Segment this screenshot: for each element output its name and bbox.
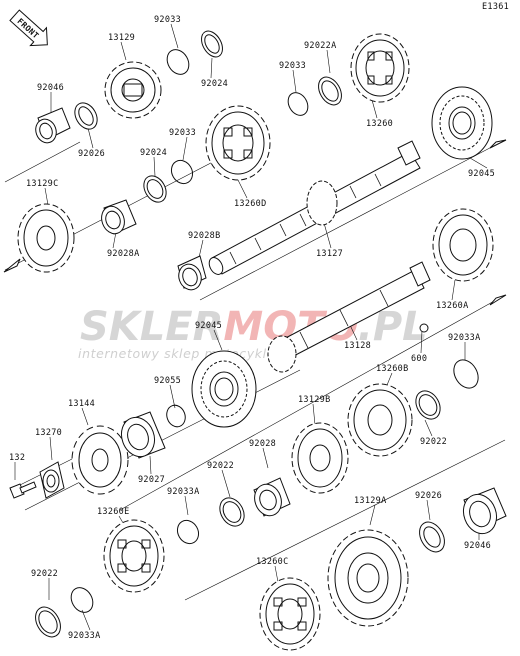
lock-plate-13270 — [39, 461, 65, 499]
label-92026-top: 92026 — [78, 149, 105, 159]
label-92022-mid: 92022 — [207, 461, 234, 471]
gear-13127-integrated — [306, 180, 338, 226]
washer-92024-upper — [201, 30, 223, 58]
shaft-13128 — [277, 261, 431, 361]
label-92022-right: 92022 — [420, 437, 447, 447]
washer-92026-upper — [74, 102, 98, 130]
pin-600 — [419, 323, 429, 333]
label-92028: 92028 — [249, 439, 276, 449]
label-13129: 13129 — [108, 33, 135, 43]
gear-13129B — [291, 422, 349, 494]
bolt-132 — [9, 481, 37, 499]
label-13128: 13128 — [344, 341, 371, 351]
circlip-92033A-lower — [70, 587, 94, 613]
label-92028A: 92028A — [107, 249, 140, 259]
label-92055: 92055 — [154, 376, 181, 386]
bushing-92028B — [177, 255, 207, 291]
axis-arrow-left-upper — [3, 258, 21, 273]
sprocket-13144 — [71, 425, 129, 495]
label-13260E: 13260E — [97, 507, 130, 517]
bushing-92028 — [253, 477, 291, 517]
label-92033-mid: 92033 — [169, 128, 196, 138]
label-13129C: 13129C — [26, 179, 59, 189]
o-ring-92055 — [166, 404, 186, 428]
gear-13260 — [350, 33, 410, 103]
label-13127: 13127 — [316, 249, 343, 259]
label-92024-top: 92024 — [201, 79, 228, 89]
label-13260: 13260 — [366, 119, 393, 129]
gear-13260D — [205, 105, 271, 181]
label-13260B: 13260B — [376, 364, 409, 374]
bushing-92046-lower — [462, 487, 507, 535]
gear-13260E — [103, 519, 165, 593]
washer-92024-mid — [143, 175, 167, 203]
gear-13129 — [104, 61, 162, 119]
label-92024-mid: 92024 — [140, 148, 167, 158]
label-92033-top: 92033 — [154, 15, 181, 25]
washer-92022-lower — [35, 606, 61, 638]
label-92022A: 92022A — [304, 41, 337, 51]
circlip-92033A-right — [453, 359, 479, 389]
part-labels: 92033 13129 92024 92022A 92033 13260 920… — [9, 15, 495, 641]
circlip-92033-upper-a — [166, 49, 190, 75]
label-92046-top: 92046 — [37, 83, 64, 93]
gear-13260A — [432, 208, 494, 282]
bearing-92045-upper — [431, 86, 493, 160]
bushing-92028A — [101, 199, 137, 235]
watermark-brand-left: SKLER — [80, 304, 223, 350]
label-92033-upper-right: 92033 — [279, 61, 306, 71]
washer-92026-lower — [419, 521, 445, 553]
label-13270: 13270 — [35, 428, 62, 438]
label-13260C: 13260C — [256, 557, 289, 567]
label-92022-lower: 92022 — [31, 569, 58, 579]
axis-arrow-right-upper — [489, 139, 507, 149]
gear-13260B — [347, 383, 413, 457]
label-13129A: 13129A — [354, 496, 387, 506]
label-600: 600 — [411, 354, 427, 364]
watermark-tagline: internetowy sklep motocyklowy — [78, 346, 294, 361]
label-92033A-lower: 92033A — [68, 631, 101, 641]
label-92033A-right: 92033A — [448, 333, 481, 343]
washer-92022-mid — [219, 497, 245, 527]
circlip-92033A-mid — [176, 519, 200, 545]
label-92027: 92027 — [138, 475, 165, 485]
bushing-92046-upper — [35, 107, 71, 144]
label-13144: 13144 — [68, 399, 95, 409]
label-92026-lower: 92026 — [415, 491, 442, 501]
label-92028B: 92028B — [188, 231, 221, 241]
label-132: 132 — [9, 453, 25, 463]
gear-13129A — [327, 529, 409, 627]
label-13260D: 13260D — [234, 199, 267, 209]
front-arrow-icon: FRONT — [9, 9, 48, 47]
diagram-code: E1361 — [482, 2, 509, 12]
axis-arrow-right-lower — [489, 294, 507, 306]
gear-13260C — [259, 577, 321, 651]
gear-13128-integrated — [267, 335, 297, 373]
bearing-92045-lower — [191, 350, 257, 428]
spacer-92027 — [120, 411, 166, 459]
label-92046-lower: 92046 — [464, 541, 491, 551]
label-92045-top: 92045 — [468, 169, 495, 179]
label-92033A-mid: 92033A — [167, 487, 200, 497]
circlip-92033-mid — [170, 159, 194, 185]
circlip-92033-upper-b — [287, 92, 309, 116]
label-13260A: 13260A — [436, 301, 469, 311]
washer-92022-right — [415, 390, 441, 420]
label-92045-mid: 92045 — [195, 321, 222, 331]
label-13129B: 13129B — [298, 395, 331, 405]
gear-13129C — [17, 203, 75, 273]
washer-92022A — [318, 76, 342, 106]
